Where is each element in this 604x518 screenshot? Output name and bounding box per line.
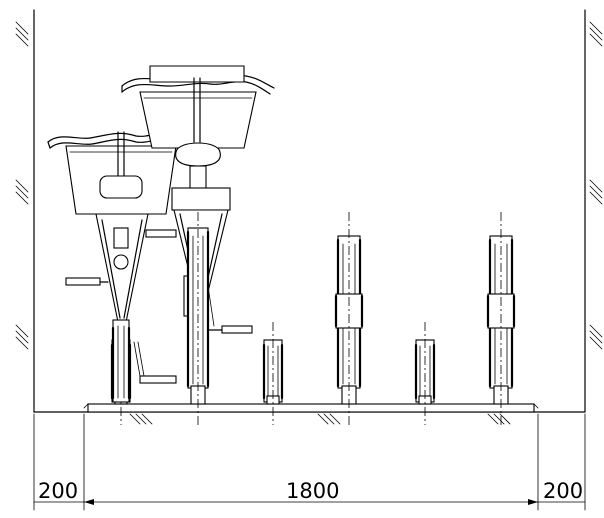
dimension-lines (33, 413, 586, 511)
rack-slot-high (486, 212, 516, 425)
bicycle-front-view-raised (121, 65, 275, 425)
dimension-rack-length: 1800 (286, 479, 339, 503)
rack-slot-low (262, 322, 284, 425)
bicycle-front-view-left (47, 131, 187, 403)
floor-hatching (129, 413, 511, 425)
left-wall (15, 9, 35, 413)
right-wall (584, 9, 603, 413)
rack-base-plate (83, 403, 539, 413)
rack-slot-high (334, 212, 364, 425)
rack-slot-low (414, 322, 436, 425)
dimension-left-clearance: 200 (38, 479, 78, 503)
dimension-right-clearance: 200 (543, 479, 583, 503)
